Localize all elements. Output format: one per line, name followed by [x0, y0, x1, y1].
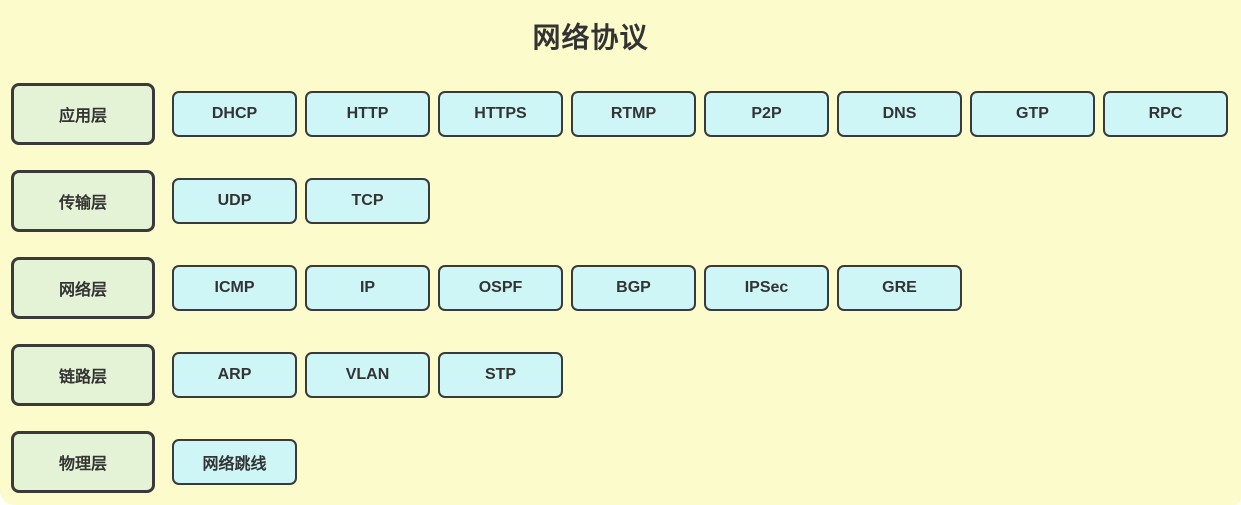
- protocol-box: IPSec: [704, 265, 829, 311]
- protocol-label: P2P: [751, 105, 782, 122]
- layer-label: 传输层: [58, 195, 107, 212]
- protocol-label: RPC: [1148, 105, 1183, 122]
- layer-label-box: 物理层: [11, 431, 155, 493]
- protocol-box: RTMP: [571, 91, 696, 137]
- protocol-label: BGP: [616, 279, 651, 296]
- protocol-label: ICMP: [214, 279, 255, 296]
- layer-row: 传输层 UDP TCP: [11, 170, 1241, 232]
- protocol-list: 网络跳线: [172, 439, 297, 485]
- protocol-label: HTTPS: [474, 105, 527, 122]
- protocol-box: GRE: [837, 265, 962, 311]
- protocol-box: HTTPS: [438, 91, 563, 137]
- protocol-box: DHCP: [172, 91, 297, 137]
- layer-row: 物理层 网络跳线: [11, 431, 1241, 493]
- protocol-box: VLAN: [305, 352, 430, 398]
- protocol-box: ARP: [172, 352, 297, 398]
- protocol-label: RTMP: [610, 105, 657, 122]
- diagram-title: 网络协议: [532, 22, 649, 53]
- protocol-list: DHCP HTTP HTTPS RTMP P2P DNS GTP RPC: [172, 91, 1228, 137]
- protocol-list: UDP TCP: [172, 178, 430, 224]
- protocol-box: TCP: [305, 178, 430, 224]
- layer-label-box: 传输层: [11, 170, 155, 232]
- layer-rows: 应用层 DHCP HTTP HTTPS RTMP P2P DNS GTP RPC 传输层 UD…: [0, 83, 1241, 493]
- protocol-label: GRE: [882, 279, 917, 296]
- protocol-box: RPC: [1103, 91, 1228, 137]
- layer-label: 物理层: [58, 456, 107, 473]
- protocol-box: IP: [305, 265, 430, 311]
- protocol-label: IP: [359, 279, 376, 296]
- layer-label: 网络层: [58, 282, 107, 299]
- protocol-box: BGP: [571, 265, 696, 311]
- protocol-box: GTP: [970, 91, 1095, 137]
- layer-label: 应用层: [58, 108, 107, 125]
- layer-row: 网络层 ICMP IP OSPF BGP IPSec GRE: [11, 257, 1241, 319]
- protocol-label: TCP: [351, 192, 384, 209]
- layer-label-box: 网络层: [11, 257, 155, 319]
- protocol-label: HTTP: [346, 105, 389, 122]
- protocol-label: UDP: [217, 192, 252, 209]
- layer-label-box: 应用层: [11, 83, 155, 145]
- protocol-box: P2P: [704, 91, 829, 137]
- protocol-box: 网络跳线: [172, 439, 297, 485]
- protocol-label: IPSec: [744, 279, 789, 296]
- protocol-box: STP: [438, 352, 563, 398]
- layer-label: 链路层: [58, 369, 107, 386]
- protocol-box: ICMP: [172, 265, 297, 311]
- protocol-box: HTTP: [305, 91, 430, 137]
- protocol-label: DNS: [882, 105, 917, 122]
- protocol-box: UDP: [172, 178, 297, 224]
- layer-row: 链路层 ARP VLAN STP: [11, 344, 1241, 406]
- protocol-label: OSPF: [478, 279, 523, 296]
- protocol-box: DNS: [837, 91, 962, 137]
- protocol-label: DHCP: [211, 105, 258, 122]
- protocol-list: ICMP IP OSPF BGP IPSec GRE: [172, 265, 962, 311]
- protocol-label: GTP: [1016, 105, 1049, 122]
- protocol-list: ARP VLAN STP: [172, 352, 563, 398]
- protocol-label: VLAN: [345, 366, 390, 383]
- protocol-label: ARP: [217, 366, 252, 383]
- layer-row: 应用层 DHCP HTTP HTTPS RTMP P2P DNS GTP RPC: [11, 83, 1241, 145]
- protocol-box: OSPF: [438, 265, 563, 311]
- protocol-label: STP: [484, 366, 517, 383]
- layer-label-box: 链路层: [11, 344, 155, 406]
- protocol-label: 网络跳线: [202, 456, 267, 473]
